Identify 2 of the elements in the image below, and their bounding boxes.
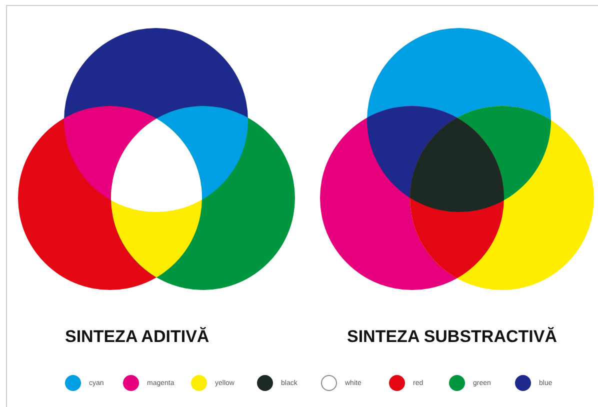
diagram-heading-label: SINTEZA SUBSTRACTIVĂ <box>347 327 557 347</box>
diagram-heading-label: SINTEZA ADITIVĂ <box>65 327 210 347</box>
